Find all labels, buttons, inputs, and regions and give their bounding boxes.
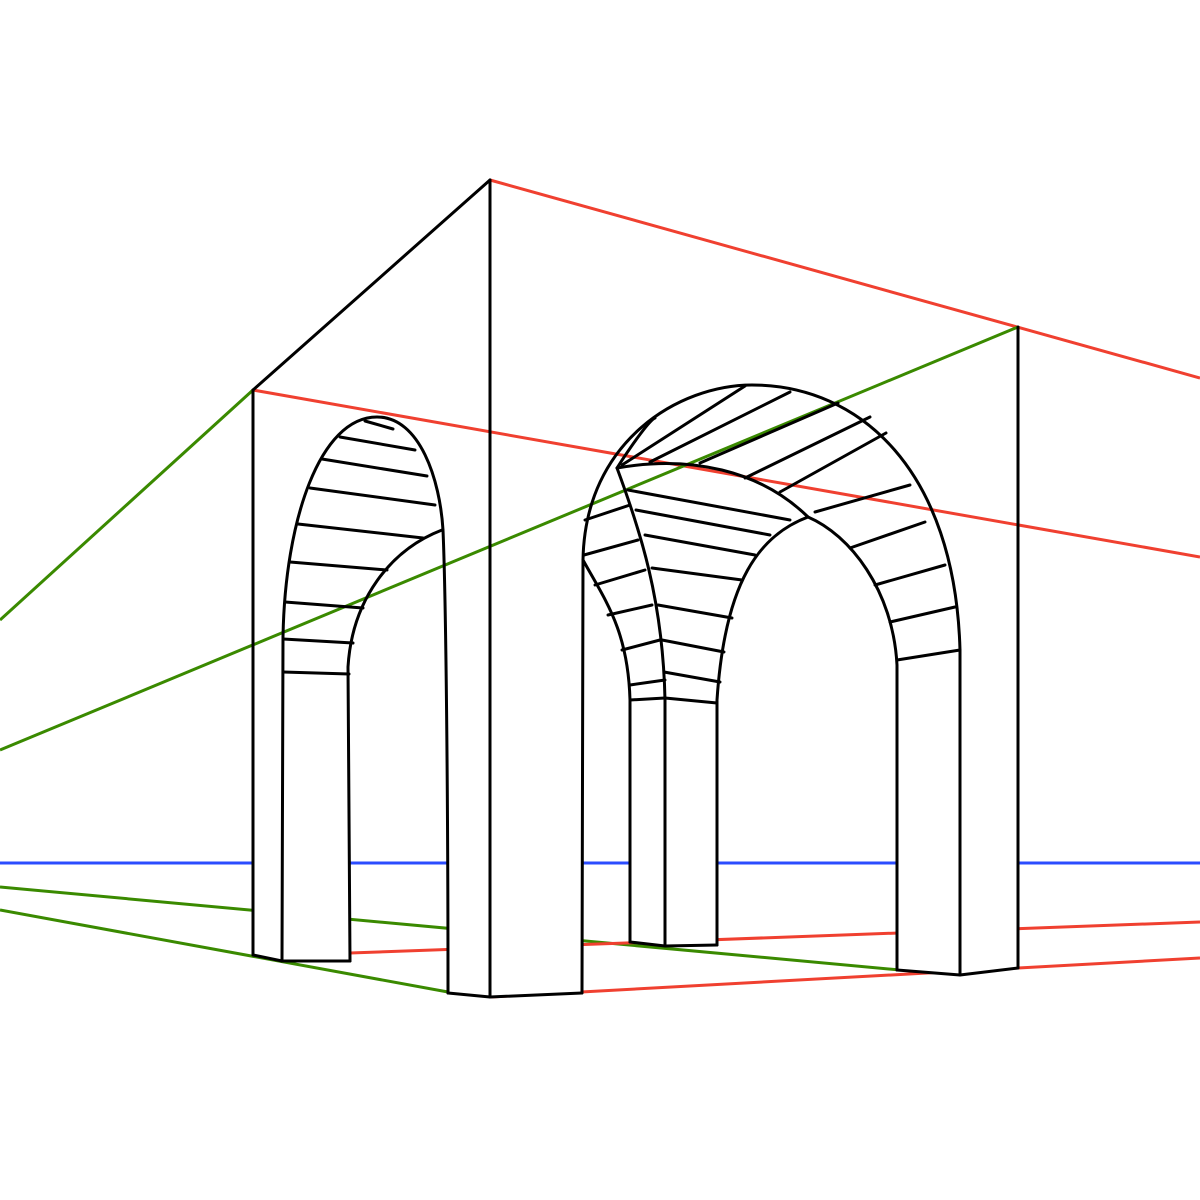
left-ring-hatching bbox=[582, 503, 667, 702]
left-pillar-base bbox=[251, 953, 352, 963]
upper-guides bbox=[0, 178, 1200, 752]
ground-guide-green-2 bbox=[0, 908, 449, 994]
right-pillar-mask bbox=[897, 650, 1018, 975]
inner-pillar-base bbox=[628, 940, 719, 948]
soffit-hatching bbox=[626, 488, 792, 705]
left-arch-hatching bbox=[281, 419, 437, 676]
right-pillar-base bbox=[895, 966, 1020, 977]
ground-guide-red-2 bbox=[489, 956, 1200, 999]
big-arch-outer bbox=[580, 383, 962, 995]
building-outline bbox=[251, 178, 1020, 999]
pillar-masks bbox=[253, 530, 1018, 997]
soffit-top-edge bbox=[615, 462, 810, 519]
inner-pillar-mask bbox=[630, 700, 717, 946]
top-guide-red bbox=[252, 388, 1200, 559]
right-ring-hatching bbox=[813, 483, 962, 662]
roof-guide-red bbox=[489, 178, 1200, 380]
roof-edge-left bbox=[251, 178, 492, 392]
top-guide-green-1 bbox=[0, 388, 255, 622]
soffit-crown-edge bbox=[615, 416, 657, 470]
big-arch-left-intrados bbox=[715, 515, 810, 947]
big-arch-right-intrados bbox=[806, 515, 899, 972]
left-arch-outer bbox=[280, 415, 450, 995]
top-guide-green-2 bbox=[0, 325, 1019, 752]
crown-hatching bbox=[620, 384, 888, 494]
corner-pillar-base bbox=[446, 991, 584, 999]
left-pillar-mask bbox=[253, 600, 350, 961]
soffit-outer-edge bbox=[581, 558, 632, 944]
corner-pillar-mask bbox=[448, 530, 583, 997]
